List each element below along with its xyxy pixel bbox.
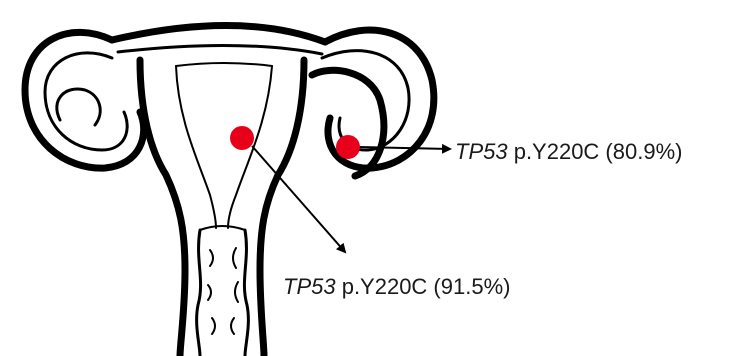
uterus-outline: [25, 25, 434, 356]
lesion-dot-uterus: [230, 126, 254, 150]
variant-text: p.Y220C (91.5%): [336, 274, 511, 299]
gene-name: TP53: [283, 274, 336, 299]
annotation-label-uterus: TP53 p.Y220C (91.5%): [283, 276, 510, 298]
variant-text: p.Y220C (80.9%): [508, 139, 683, 164]
annotation-label-ovary: TP53 p.Y220C (80.9%): [455, 141, 682, 163]
lesion-dot-ovary: [336, 135, 360, 159]
gene-name: TP53: [455, 139, 508, 164]
